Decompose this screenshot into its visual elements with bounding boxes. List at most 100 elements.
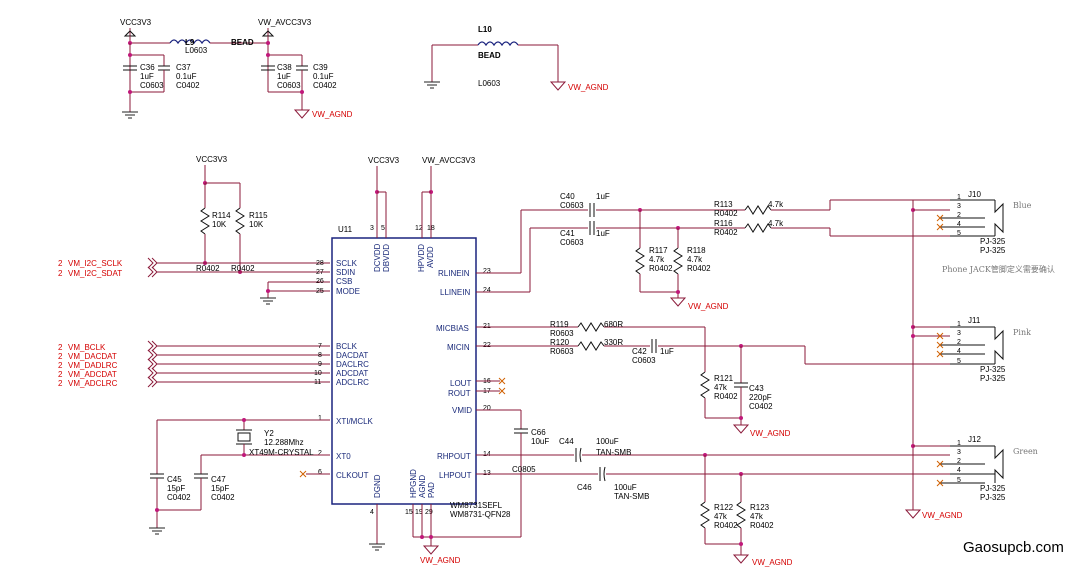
r114-value: 10K xyxy=(212,220,227,229)
resistor-r115 xyxy=(235,207,245,235)
c36-value: 1uF xyxy=(140,72,154,81)
l9-ref: L9 xyxy=(185,38,195,47)
svg-text:2: 2 xyxy=(58,379,63,388)
j10-part-2: PJ-325 xyxy=(980,246,1006,255)
resistor-r121 xyxy=(700,371,710,399)
jack-j12: J12 Green 1 3 2 4 5 PJ-325 PJ-325 xyxy=(911,435,1038,502)
svg-text:2: 2 xyxy=(58,259,63,268)
r123-pkg: R0402 xyxy=(750,521,774,530)
r119-pkg: R0603 xyxy=(550,329,574,338)
svg-text:19: 19 xyxy=(415,509,423,516)
port-adcdat: 2 VM_ADCDAT xyxy=(58,367,330,379)
port-adclrc: 2 VM_ADCLRC xyxy=(58,376,330,388)
c37-pkg: C0402 xyxy=(176,81,200,90)
c41-pkg: C0603 xyxy=(560,238,584,247)
svg-text:1: 1 xyxy=(957,194,961,201)
svg-text:4: 4 xyxy=(957,221,961,228)
agnd-symbol-2 xyxy=(549,81,567,91)
net-label-vcc3v3: VCC3V3 xyxy=(120,18,152,27)
svg-text:4: 4 xyxy=(957,467,961,474)
lout-rout-nc xyxy=(476,377,506,395)
svg-text:DBVDD: DBVDD xyxy=(382,244,391,272)
ground-symbol-4 xyxy=(369,543,385,551)
c45-ref: C45 xyxy=(167,475,182,484)
c47-ref: C47 xyxy=(211,475,226,484)
svg-text:SDIN: SDIN xyxy=(336,268,355,277)
svg-text:4: 4 xyxy=(370,509,374,516)
c40-ref: C40 xyxy=(560,192,575,201)
c43-value: 220pF xyxy=(749,393,772,402)
c44-pkg: TAN-SMB xyxy=(596,448,631,457)
bead-l9 xyxy=(169,39,211,45)
agnd-label-6: VW_AGND xyxy=(752,558,793,567)
port-i2c-sclk-label: VM_I2C_SCLK xyxy=(68,259,123,268)
resistor-r123 xyxy=(736,501,746,529)
port-bclk-label: VM_BCLK xyxy=(68,343,106,352)
line-in-circuit: C40 1uF C0603 C41 1uF C0603 VW_AGND R117… xyxy=(476,192,950,311)
port-dacdat: 2 VM_DACDAT xyxy=(58,349,330,361)
c36-ref: C36 xyxy=(140,63,155,72)
y2-ref: Y2 xyxy=(264,429,274,438)
svg-text:CSB: CSB xyxy=(336,277,352,286)
l9-pkg: L0603 xyxy=(185,46,208,55)
svg-text:ADCDAT: ADCDAT xyxy=(336,369,368,378)
r117-pkg: R0402 xyxy=(649,264,673,273)
resistor-r117 xyxy=(635,247,645,275)
svg-text:26: 26 xyxy=(316,278,324,285)
svg-text:2: 2 xyxy=(318,450,322,457)
r120-value: 330R xyxy=(604,338,623,347)
svg-text:24: 24 xyxy=(483,287,491,294)
l10-ref: L10 xyxy=(478,25,492,34)
svg-text:PAD: PAD xyxy=(427,482,436,498)
c41-value: 1uF xyxy=(596,229,610,238)
r122-ref: R122 xyxy=(714,503,734,512)
agnd-symbol-7 xyxy=(904,509,922,519)
j11-ref: J11 xyxy=(968,316,981,325)
c45-value: 15pF xyxy=(167,484,185,493)
c40-pkg: C0603 xyxy=(560,201,584,210)
c66-pkg: C0805 xyxy=(512,465,536,474)
watermark: Gaosupcb.com xyxy=(963,539,1064,556)
svg-text:DCVDD: DCVDD xyxy=(373,243,382,272)
svg-text:2: 2 xyxy=(957,458,961,465)
j12-color-label: Green xyxy=(1013,447,1038,456)
svg-text:27: 27 xyxy=(316,269,324,276)
j12-part-2: PJ-325 xyxy=(980,493,1006,502)
port-adclrc-label: VM_ADCLRC xyxy=(68,379,118,388)
agnd-label-7: VW_AGND xyxy=(922,511,963,520)
c46-value: 100uF xyxy=(614,483,637,492)
svg-text:ROUT: ROUT xyxy=(448,389,471,398)
j10-color-label: Blue xyxy=(1013,201,1032,210)
resistor-r119 xyxy=(577,322,605,332)
svg-text:1: 1 xyxy=(957,440,961,447)
net-label-vcc3v3-3: VCC3V3 xyxy=(368,156,400,165)
svg-text:8: 8 xyxy=(318,352,322,359)
svg-text:7: 7 xyxy=(318,343,322,350)
svg-text:XTI/MCLK: XTI/MCLK xyxy=(336,417,374,426)
c44-value: 100uF xyxy=(596,437,619,446)
resistor-r113 xyxy=(744,205,772,215)
c41-ref: C41 xyxy=(560,229,575,238)
r114-pkg: R0402 xyxy=(196,264,220,273)
r118-pkg: R0402 xyxy=(687,264,711,273)
c38-value: 1uF xyxy=(277,72,291,81)
c45-pkg: C0402 xyxy=(167,493,191,502)
ground-symbol-2 xyxy=(424,81,440,89)
agnd-symbol-6 xyxy=(732,554,750,564)
svg-text:ADCLRC: ADCLRC xyxy=(336,378,369,387)
no-connect-clkout xyxy=(299,470,307,478)
c37-value: 0.1uF xyxy=(176,72,197,81)
svg-text:5: 5 xyxy=(957,477,961,484)
l10-type: BEAD xyxy=(478,51,501,60)
r121-ref: R121 xyxy=(714,374,734,383)
port-i2c-sdat: 2 VM_I2C_SDAT xyxy=(58,266,330,278)
svg-text:HPVDD: HPVDD xyxy=(417,244,426,272)
c36-pkg: C0603 xyxy=(140,81,164,90)
svg-text:SCLK: SCLK xyxy=(336,259,358,268)
c66-value: 10uF xyxy=(531,437,549,446)
svg-text:5: 5 xyxy=(957,230,961,237)
r121-value: 47k xyxy=(714,383,728,392)
r115-ref: R115 xyxy=(249,211,268,220)
c42-ref: C42 xyxy=(632,347,647,356)
